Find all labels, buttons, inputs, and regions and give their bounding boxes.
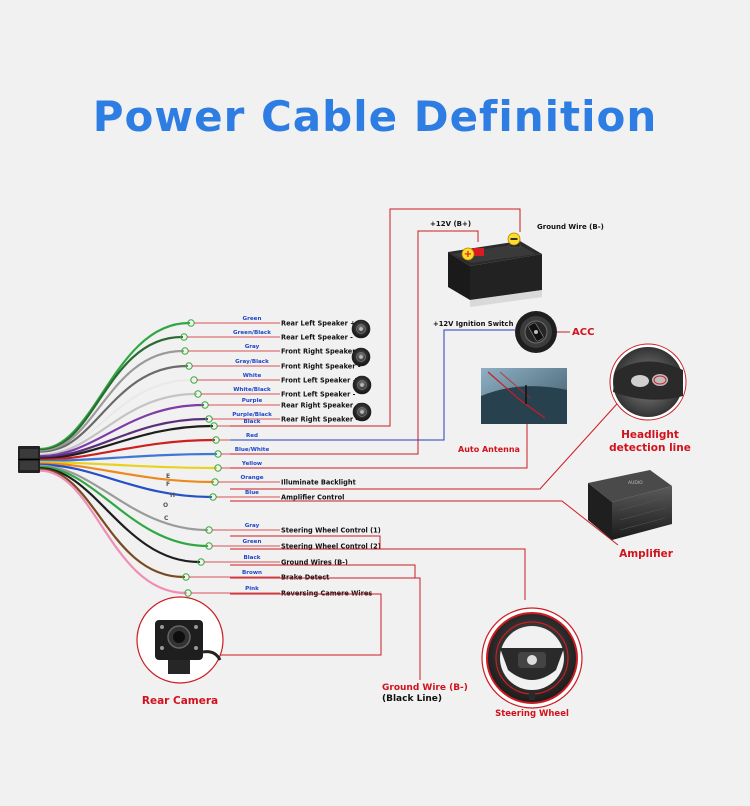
- wire-color-label: Green: [243, 539, 262, 545]
- wire-function-label: Front Right Speaker -: [281, 362, 361, 370]
- speaker-icons: [351, 319, 372, 422]
- wire-function-label: Front Left Speaker +: [281, 376, 358, 384]
- wire-2: [38, 349, 185, 453]
- ignition-switch-label: +12V Ignition Switch: [433, 320, 514, 328]
- wire-function-label: Amplifier Control: [281, 493, 344, 501]
- wire-9: [38, 438, 216, 461]
- wire-color-label: Blue/White: [235, 447, 270, 453]
- wire-function-label: Illuminate Backlight: [281, 478, 356, 486]
- wire-16: [38, 467, 201, 564]
- wire-color-label: Purple/Black: [232, 412, 272, 418]
- headlight-label-line2: detection line: [609, 442, 691, 454]
- speaker-icon: [351, 319, 371, 339]
- amplifier-leader: [230, 500, 619, 546]
- battery-positive-icon: +: [461, 247, 475, 261]
- connector-plug-icon: [18, 446, 40, 473]
- wire-color-label: Black: [244, 419, 261, 425]
- ground-bottom-label-line2: (Black Line): [382, 694, 442, 704]
- amplifier-label: Amplifier: [619, 548, 674, 560]
- svg-text:+: +: [464, 249, 472, 260]
- steering-wheel-icon: [481, 607, 583, 709]
- wire-color-label: Orange: [240, 475, 263, 481]
- ignition-switch-icon: [515, 311, 557, 353]
- wire-1: [38, 335, 184, 452]
- amplifier-badge: AUDIO: [628, 480, 643, 486]
- page-title: Power Cable Definition: [92, 92, 658, 141]
- headlight-leader: [230, 394, 626, 490]
- wire-15: [38, 465, 209, 548]
- wire-color-label: Gray/Black: [235, 359, 269, 365]
- car-battery-icon: [448, 239, 542, 307]
- amplifier-icon: [588, 470, 672, 540]
- wire-function-label: Steering Wheel Control (2): [281, 542, 381, 550]
- wire-13: [38, 463, 213, 499]
- connector-mark: H: [170, 492, 175, 499]
- wire-0: [38, 321, 191, 451]
- connector-mark: C: [164, 515, 169, 522]
- wire-function-label: Rear Left Speaker +: [281, 319, 356, 327]
- steering-leaders: [208, 535, 526, 680]
- acc-label: ACC: [572, 327, 594, 338]
- auto-antenna-icon: [481, 368, 567, 424]
- wire-11: [38, 461, 218, 470]
- ground-wire-label: Ground Wire (B-): [537, 223, 604, 231]
- wire-color-label: Pink: [245, 586, 259, 592]
- wire-function-label: Rear Right Speaker -: [281, 415, 358, 423]
- wire-function-label: Steering Wheel Control (1): [281, 526, 381, 534]
- wire-function-label: Brake Detect: [281, 573, 329, 581]
- speaker-icon: [352, 375, 372, 395]
- auto-antenna-label: Auto Antenna: [458, 445, 520, 454]
- wire-6: [38, 403, 205, 458]
- wire-function-label: Ground Wires (B-): [281, 558, 348, 566]
- wire-color-label: Green/Black: [233, 330, 271, 336]
- wire-function-label: Front Right Speaker +: [281, 347, 363, 355]
- speaker-icon: [352, 402, 372, 422]
- connector-mark: E: [166, 473, 170, 480]
- battery-leaders: [230, 208, 521, 455]
- wire-color-label: Green: [243, 316, 262, 322]
- wire-color-label: Purple: [242, 398, 263, 404]
- wire-3: [38, 364, 189, 454]
- wire-color-label: Brown: [242, 570, 262, 576]
- speaker-icon: [351, 347, 371, 367]
- wire-color-label: Gray: [245, 344, 260, 350]
- wire-5: [38, 392, 198, 457]
- wire-10: [38, 452, 218, 463]
- wire-function-label: Rear Right Speaker +: [281, 401, 361, 409]
- wire-function-label: Reversing Camere Wires: [281, 589, 372, 597]
- headlight-label-line1: Headlight: [621, 429, 679, 441]
- wire-function-label: Front Left Speaker -: [281, 390, 356, 398]
- wire-color-label: Gray: [245, 523, 260, 529]
- wire-color-label: Yellow: [241, 461, 262, 467]
- wire-12: [38, 462, 215, 484]
- wire-color-label: White: [243, 373, 262, 379]
- antenna-leader: [230, 420, 528, 469]
- steering-wheel-label: Steering Wheel: [495, 709, 569, 719]
- battery-positive-label: +12V (B+): [430, 220, 471, 228]
- wire-color-label: Black: [244, 555, 261, 561]
- wire-18: [38, 469, 188, 595]
- wire-color-label: Blue: [245, 490, 259, 496]
- battery-negative-icon: [507, 232, 521, 246]
- wire-8: [38, 424, 214, 460]
- rear-camera-label: Rear Camera: [142, 695, 218, 707]
- connector-mark: F: [166, 481, 170, 488]
- wire-4: [38, 378, 194, 455]
- wire-14: [38, 464, 209, 532]
- wire-color-label: White/Black: [233, 387, 271, 393]
- wire-color-label: Red: [246, 433, 258, 439]
- wire-17: [38, 468, 186, 579]
- wire-7: [38, 417, 209, 459]
- rear-camera-icon: [136, 596, 224, 684]
- headlight-icon: [609, 343, 687, 421]
- ground-bottom-label-line1: Ground Wire (B-): [382, 683, 468, 693]
- wire-function-label: Rear Left Speaker -: [281, 333, 353, 341]
- connector-mark: O: [163, 502, 168, 509]
